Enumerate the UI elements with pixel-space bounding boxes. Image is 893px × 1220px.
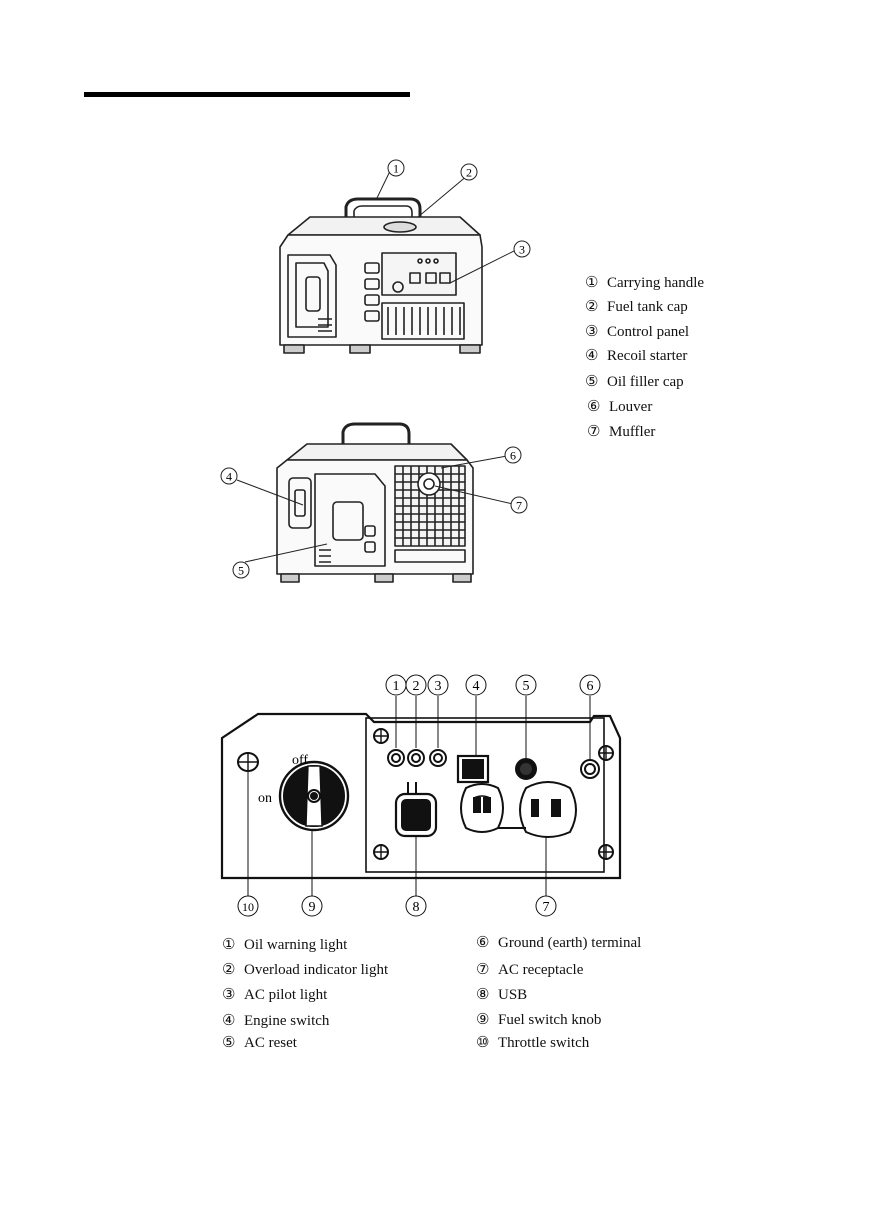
legend-label: AC reset: [244, 1035, 297, 1051]
panel-callout-2: 2: [413, 679, 420, 694]
legend-number: ①: [222, 937, 236, 953]
legend-number: ⑥: [476, 935, 490, 951]
panel-callout-4: 4: [473, 679, 480, 694]
legend-label: Overload indicator light: [244, 962, 389, 978]
legend-number: ②: [585, 299, 599, 315]
legend-label: AC receptacle: [498, 962, 584, 978]
callout-4: 4: [226, 470, 232, 484]
legend-label: Louver: [609, 399, 653, 415]
panel-callout-5: 5: [523, 679, 530, 694]
legend-number: ⑧: [476, 987, 490, 1003]
legend-number: ⑦: [476, 962, 490, 978]
generator-legend-item: ① Carrying handle: [585, 276, 704, 291]
generator-legend-item: ⑤ Oil filler cap: [585, 375, 684, 390]
legend-label: Throttle switch: [498, 1035, 590, 1051]
legend-number: ④: [222, 1013, 236, 1029]
panel-callout-7: 7: [543, 900, 550, 915]
legend-number: ⑩: [476, 1035, 490, 1051]
generator-rear-view: 4 5 6 7: [220, 422, 528, 583]
legend-number: ①: [585, 275, 599, 291]
legend-number: ③: [222, 987, 236, 1003]
panel-callout-3: 3: [435, 679, 442, 694]
legend-label: Engine switch: [244, 1013, 330, 1029]
panel-legend-item: ⑨ Fuel switch knob: [476, 1013, 601, 1028]
legend-number: ⑦: [587, 424, 601, 440]
callout-7: 7: [516, 499, 522, 513]
legend-label: Muffler: [609, 424, 656, 440]
callout-5: 5: [238, 564, 244, 578]
legend-label: Carrying handle: [607, 275, 705, 291]
legend-number: ②: [222, 962, 236, 978]
generator-front-view: 1 2 3: [279, 159, 531, 354]
callout-3: 3: [519, 243, 525, 257]
legend-label: USB: [498, 987, 528, 1003]
generator-legend-item: ② Fuel tank cap: [585, 300, 688, 315]
callout-6: 6: [510, 449, 516, 463]
legend-label: Fuel tank cap: [607, 299, 688, 315]
panel-legend-item: ⑤ AC reset: [222, 1036, 297, 1051]
panel-callout-1: 1: [393, 679, 400, 694]
legend-label: Recoil starter: [607, 348, 688, 364]
header-rule: [84, 92, 410, 97]
callout-1: 1: [393, 162, 399, 176]
generator-legend-item: ⑥ Louver: [587, 400, 652, 415]
panel-legend-item: ⑩ Throttle switch: [476, 1036, 589, 1051]
panel-callout-9: 9: [309, 900, 316, 915]
panel-legend-item: ③ AC pilot light: [222, 988, 327, 1003]
knob-on-label: on: [258, 791, 272, 806]
panel-legend-item: ② Overload indicator light: [222, 963, 388, 978]
legend-number: ⑥: [587, 399, 601, 415]
generator-legend-item: ④ Recoil starter: [585, 349, 687, 364]
legend-label: Fuel switch knob: [498, 1012, 602, 1028]
panel-callout-8: 8: [413, 900, 420, 915]
legend-label: Oil warning light: [244, 937, 348, 953]
legend-number: ⑨: [476, 1012, 490, 1028]
legend-number: ⑤: [222, 1035, 236, 1051]
legend-label: Ground (earth) terminal: [498, 935, 642, 951]
panel-legend-item: ① Oil warning light: [222, 938, 347, 953]
generator-legend-item: ③ Control panel: [585, 325, 689, 340]
legend-label: Oil filler cap: [607, 374, 684, 390]
panel-legend-item: ⑦ AC receptacle: [476, 963, 583, 978]
panel-callout-10: 10: [242, 900, 254, 914]
legend-number: ④: [585, 348, 599, 364]
panel-legend-item: ⑥ Ground (earth) terminal: [476, 936, 641, 951]
panel-legend-item: ④ Engine switch: [222, 1014, 329, 1029]
legend-label: Control panel: [607, 324, 690, 340]
panel-callout-6: 6: [587, 679, 594, 694]
callout-2: 2: [466, 166, 472, 180]
control-panel-diagram: off on 1 2 3 4 5 6 10 9 8 7: [220, 674, 622, 917]
legend-number: ⑤: [585, 374, 599, 390]
legend-number: ③: [585, 324, 599, 340]
generator-legend-item: ⑦ Muffler: [587, 425, 655, 440]
legend-label: AC pilot light: [244, 987, 328, 1003]
panel-legend-item: ⑧ USB: [476, 988, 527, 1003]
knob-off-label: off: [292, 753, 308, 768]
